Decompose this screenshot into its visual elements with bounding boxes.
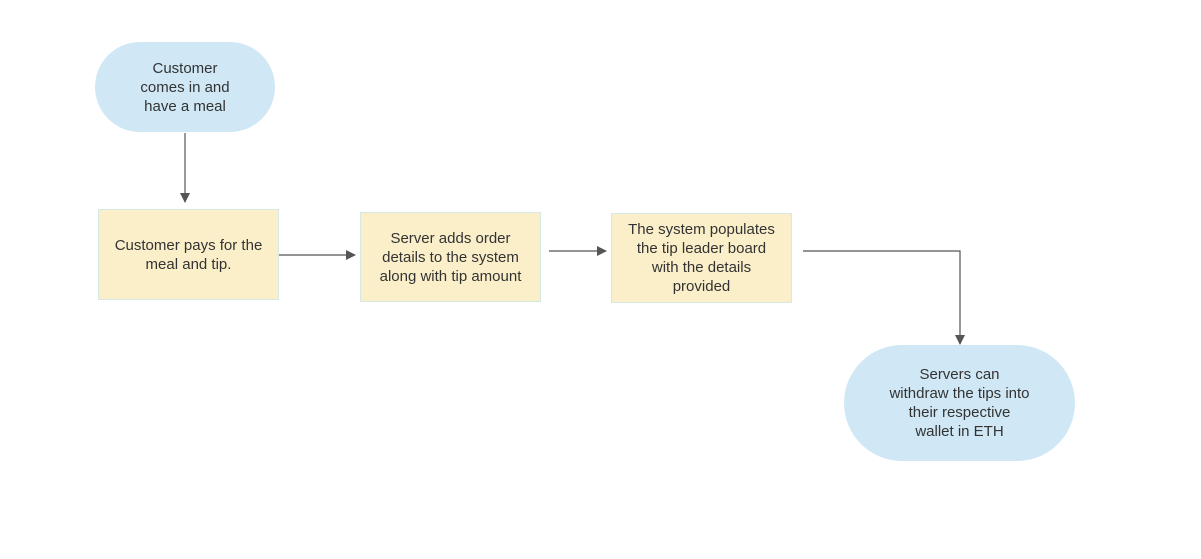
server-adds-process-node: Server adds order details to the system … xyxy=(360,212,541,302)
customer-pays-process-node: Customer pays for the meal and tip. xyxy=(98,209,279,300)
system-populates-label: The system populates the tip leader boar… xyxy=(628,221,775,295)
arrow-populate-to-withdraw xyxy=(803,250,965,345)
system-populates-process-node: The system populates the tip leader boar… xyxy=(611,213,792,303)
withdraw-terminal-node: Servers can withdraw the tips into their… xyxy=(844,345,1075,461)
start-terminal-node: Customer comes in and have a meal xyxy=(95,42,275,132)
server-adds-label: Server adds order details to the system … xyxy=(379,229,522,285)
customer-pays-label: Customer pays for the meal and tip. xyxy=(114,236,263,273)
start-node-label: Customer comes in and have a meal xyxy=(140,59,230,115)
withdraw-node-label: Servers can withdraw the tips into their… xyxy=(889,366,1030,440)
